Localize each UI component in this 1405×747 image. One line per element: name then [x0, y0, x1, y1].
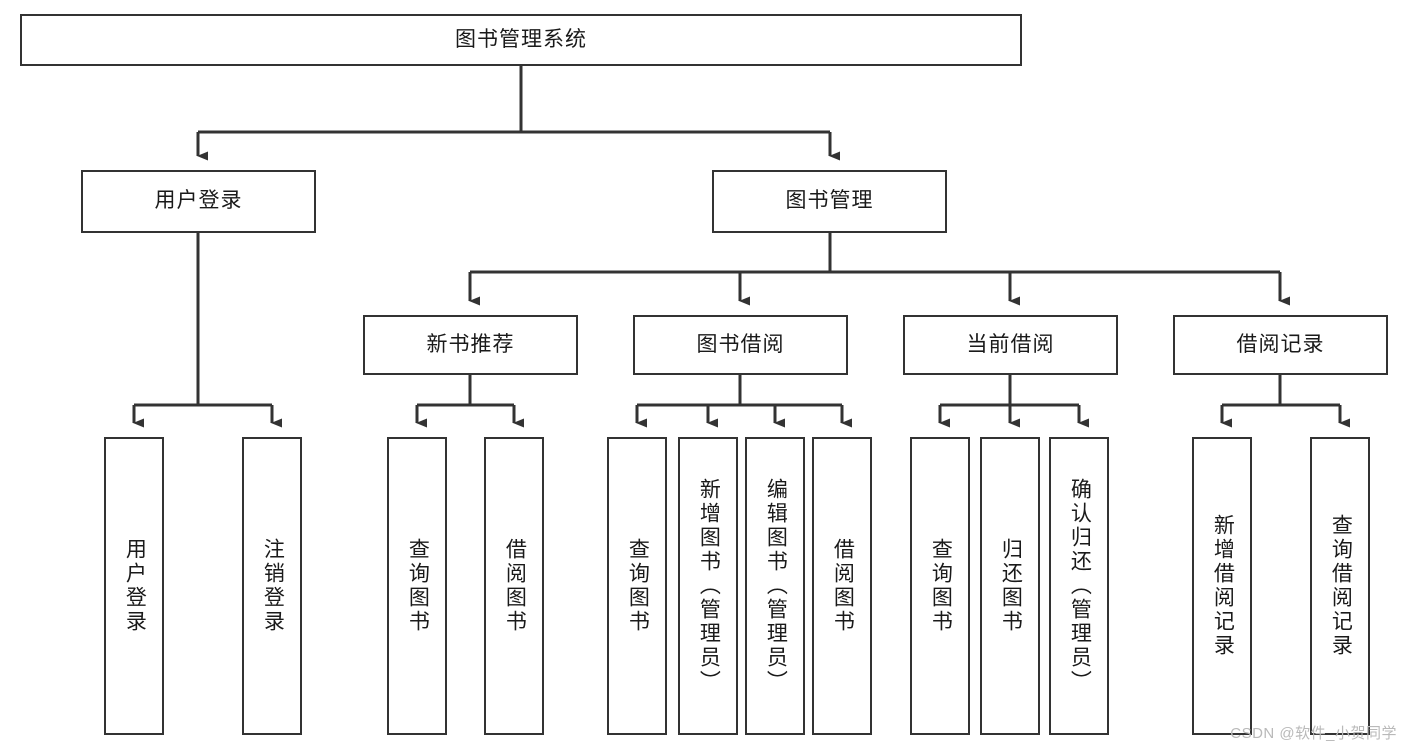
- node-label: 编辑图书（管理员）: [764, 478, 788, 694]
- node-leaf-add-record[interactable]: 新增借阅记录: [1192, 437, 1252, 735]
- node-book-borrow[interactable]: 图书借阅: [633, 315, 848, 375]
- node-leaf-user-login[interactable]: 用户登录: [104, 437, 164, 735]
- node-book-manage[interactable]: 图书管理: [712, 170, 947, 233]
- node-leaf-query-record[interactable]: 查询借阅记录: [1310, 437, 1370, 735]
- node-label: 新增借阅记录: [1211, 514, 1235, 658]
- node-label: 确认归还（管理员）: [1068, 478, 1092, 694]
- node-label: 借阅记录: [1236, 332, 1325, 356]
- node-leaf-return-book[interactable]: 归还图书: [980, 437, 1040, 735]
- csdn-watermark: CSDN @软件_小贺同学: [1230, 725, 1397, 742]
- node-root-book-management-system[interactable]: 图书管理系统: [20, 14, 1022, 66]
- node-leaf-borrow-book-2[interactable]: 借阅图书: [812, 437, 872, 735]
- node-current-borrow[interactable]: 当前借阅: [903, 315, 1118, 375]
- node-label: 新书推荐: [426, 332, 515, 356]
- node-label: 新增图书（管理员）: [697, 478, 721, 694]
- node-label: 查询借阅记录: [1329, 514, 1353, 658]
- node-leaf-edit-book[interactable]: 编辑图书（管理员）: [745, 437, 805, 735]
- node-leaf-user-logout[interactable]: 注销登录: [242, 437, 302, 735]
- node-label: 注销登录: [261, 538, 285, 634]
- node-user-login[interactable]: 用户登录: [81, 170, 316, 233]
- node-leaf-add-book[interactable]: 新增图书（管理员）: [678, 437, 738, 735]
- node-label: 归还图书: [999, 538, 1023, 634]
- node-leaf-borrow-book-1[interactable]: 借阅图书: [484, 437, 544, 735]
- node-leaf-query-book-3[interactable]: 查询图书: [910, 437, 970, 735]
- node-label: 用户登录: [123, 538, 147, 634]
- node-leaf-confirm-return[interactable]: 确认归还（管理员）: [1049, 437, 1109, 735]
- node-label: 图书管理: [785, 189, 874, 213]
- node-borrow-record[interactable]: 借阅记录: [1173, 315, 1388, 375]
- node-label: 借阅图书: [831, 538, 855, 634]
- node-label: 查询图书: [626, 538, 650, 634]
- node-label: 查询图书: [929, 538, 953, 634]
- node-label: 图书管理系统: [455, 27, 587, 51]
- node-label: 当前借阅: [966, 332, 1055, 356]
- node-label: 图书借阅: [696, 332, 785, 356]
- node-label: 查询图书: [406, 538, 430, 634]
- node-label: 用户登录: [154, 189, 243, 213]
- node-new-book-recommend[interactable]: 新书推荐: [363, 315, 578, 375]
- node-leaf-query-book-2[interactable]: 查询图书: [607, 437, 667, 735]
- node-label: 借阅图书: [503, 538, 527, 634]
- node-leaf-query-book-1[interactable]: 查询图书: [387, 437, 447, 735]
